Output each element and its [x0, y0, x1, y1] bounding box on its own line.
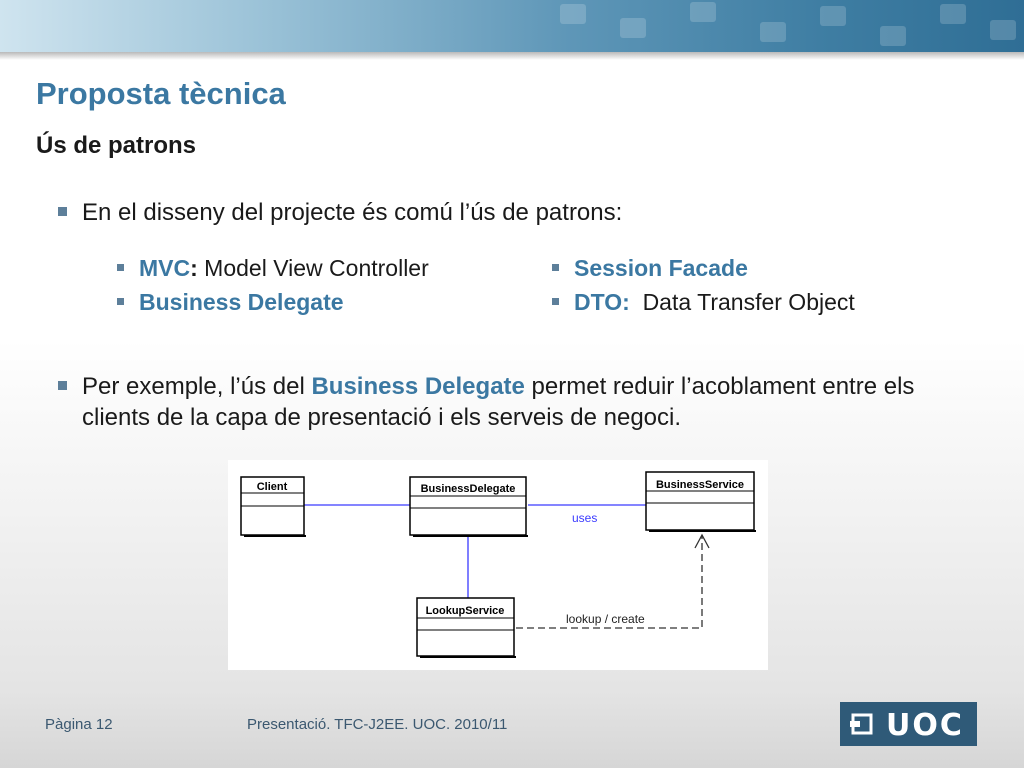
banner-decoration: [760, 22, 786, 42]
header-banner: [0, 0, 1024, 52]
example-text-before: Per exemple, l’ús del: [82, 373, 312, 400]
bullet-square-icon: [58, 207, 67, 216]
pattern-sep: :: [190, 255, 198, 281]
pattern-desc: Model View Controller: [197, 255, 429, 281]
pattern-desc: Data Transfer Object: [629, 289, 855, 315]
bullet-square-icon: [58, 381, 67, 390]
pattern-name: DTO:: [574, 289, 630, 315]
banner-decoration: [820, 6, 846, 26]
dependency-lookup-service: [516, 535, 703, 629]
pattern-name: Session Facade: [574, 255, 748, 281]
uml-diagram: Client BusinessDelegate BusinessService …: [228, 460, 768, 670]
banner-decoration: [620, 18, 646, 38]
uoc-logo-text: UOC: [886, 708, 964, 743]
banner-shadow: [0, 52, 1024, 60]
pattern-name: Business Delegate: [139, 289, 344, 315]
class-name-business-service: BusinessService: [656, 479, 744, 491]
example-highlight: Business Delegate: [311, 373, 525, 400]
uoc-logo: UOC: [840, 702, 977, 746]
class-name-lookup-service: LookupService: [426, 605, 505, 617]
bullet-intro-text: En el disseny del projecte és comú l’ús …: [82, 199, 623, 226]
banner-decoration: [990, 20, 1016, 40]
bullet-square-icon: [117, 264, 124, 271]
bullet-square-icon: [552, 298, 559, 305]
example-text-after: permet reduir l’acoblament entre els cli…: [82, 373, 915, 431]
label-uses: uses: [572, 511, 597, 525]
bullet-square-icon: [117, 298, 124, 305]
dependency-arrowhead-icon: [694, 533, 710, 549]
uml-class-business-service: BusinessService: [645, 471, 756, 532]
banner-decoration: [880, 26, 906, 46]
footer-presentation: Presentació. TFC-J2EE. UOC. 2010/11: [247, 716, 508, 733]
slide-title: Proposta tècnica: [36, 76, 286, 111]
label-lookup-create: lookup / create: [566, 612, 645, 626]
class-name-client: Client: [257, 481, 288, 493]
banner-decoration: [690, 2, 716, 22]
bullet-square-icon: [552, 264, 559, 271]
uoc-logo-mark-icon: [850, 713, 873, 735]
uml-diagram-svg: Client BusinessDelegate BusinessService …: [240, 471, 756, 658]
class-name-business-delegate: BusinessDelegate: [421, 483, 516, 495]
banner-decoration: [560, 4, 586, 24]
banner-decoration: [940, 4, 966, 24]
uml-class-business-delegate: BusinessDelegate: [409, 476, 528, 537]
uml-class-client: Client: [240, 476, 306, 537]
uml-class-lookup-service: LookupService: [416, 597, 516, 658]
pattern-name: MVC: [139, 255, 191, 281]
slide-subtitle: Ús de patrons: [36, 132, 197, 159]
footer-page-number: Pàgina 12: [45, 716, 113, 733]
